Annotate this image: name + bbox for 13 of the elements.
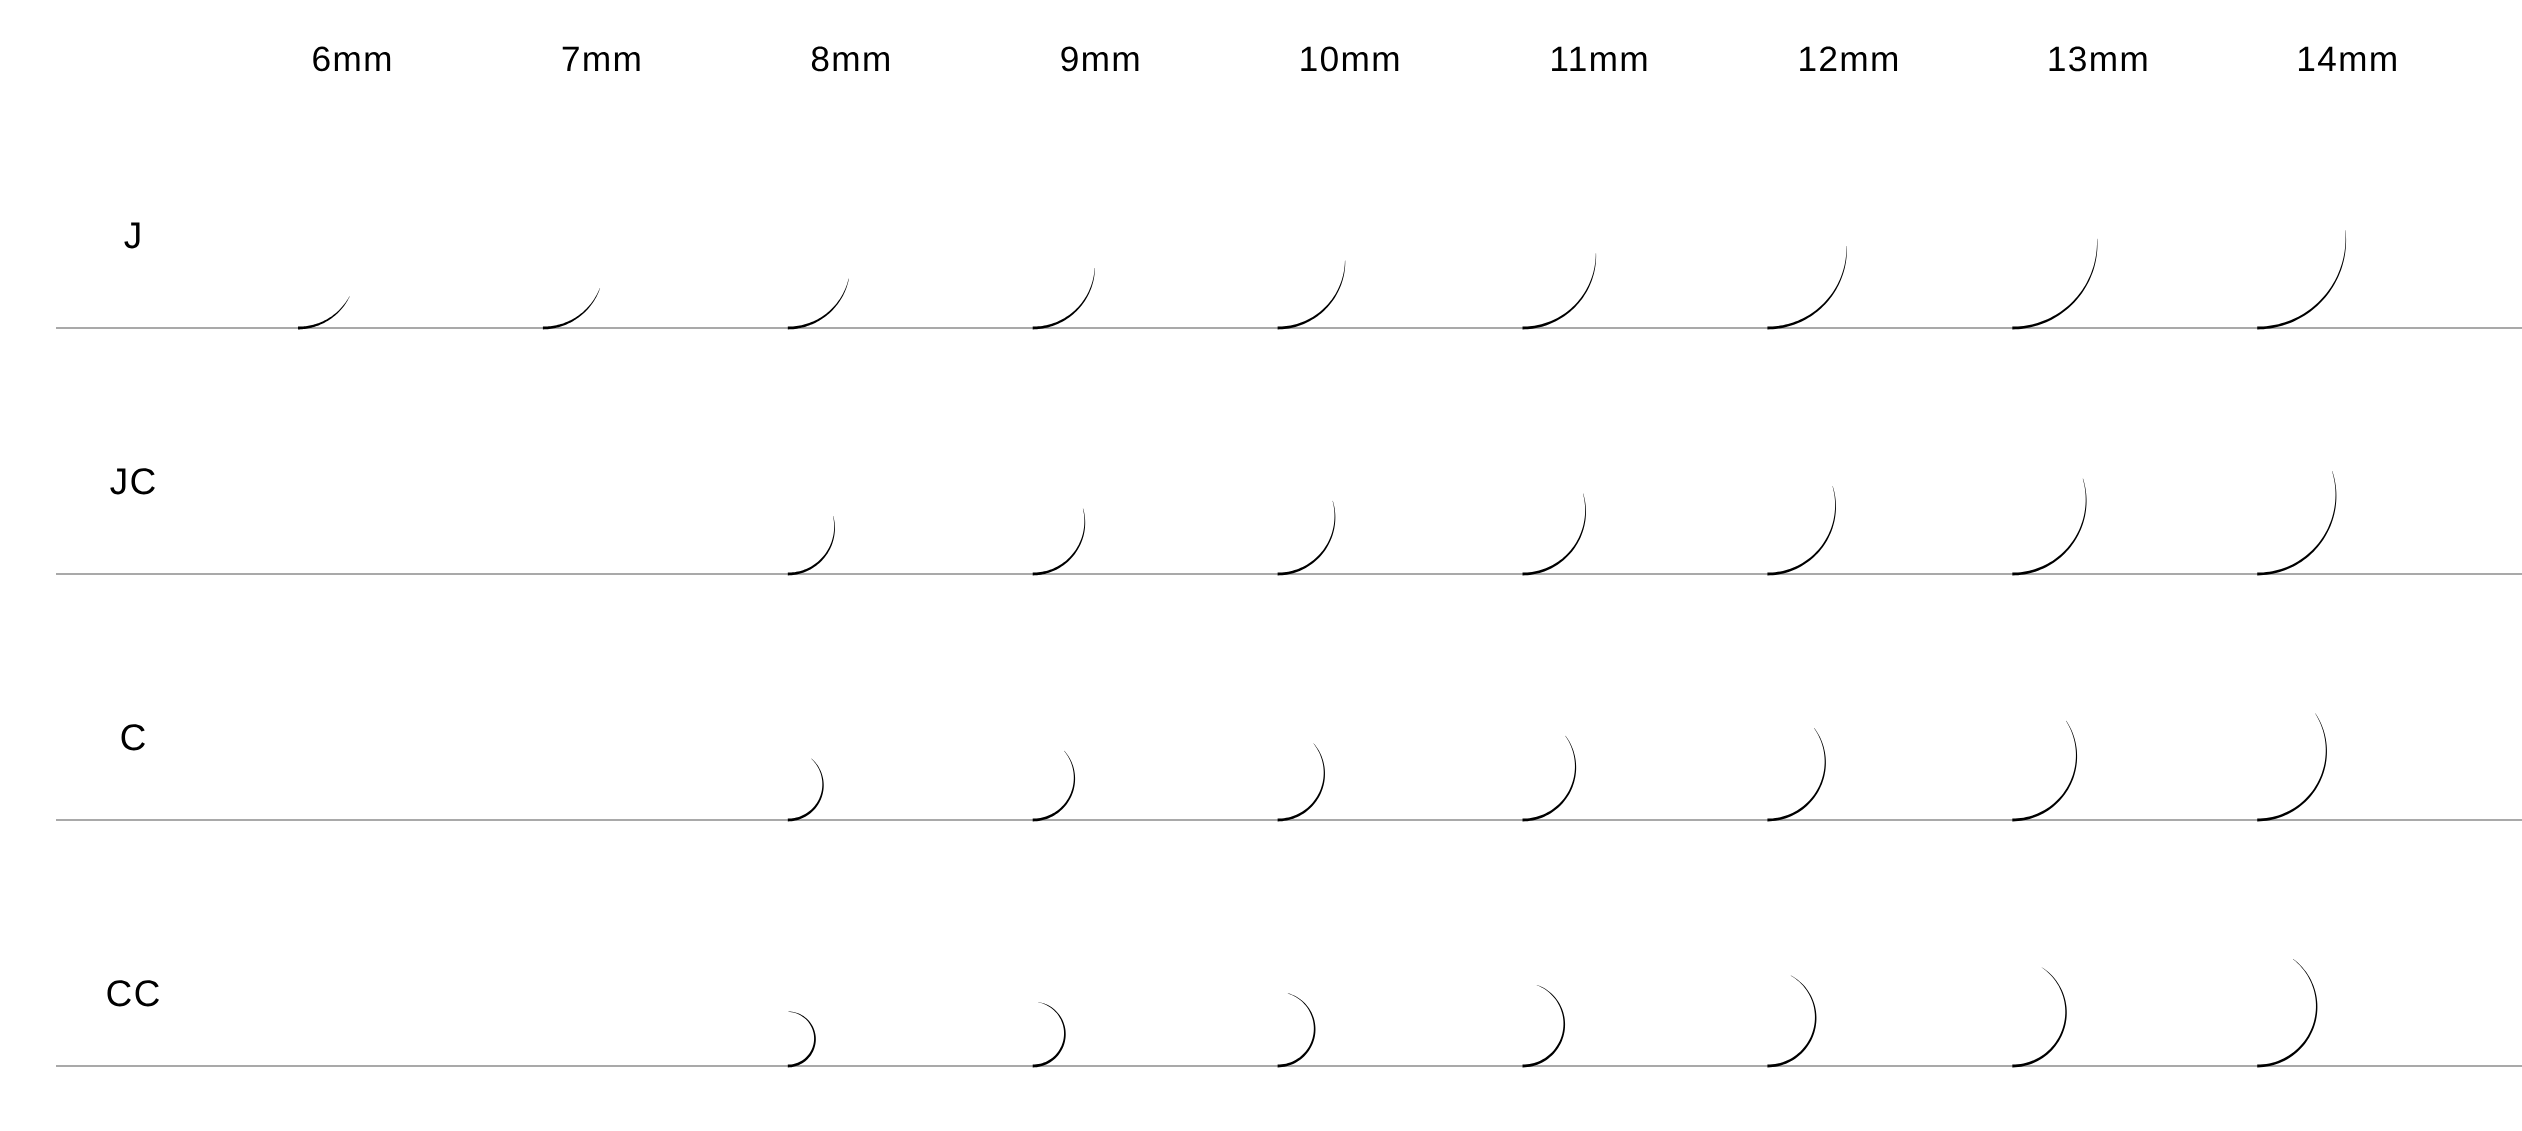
column-header: 9mm <box>1061 46 1139 72</box>
column-header: 12mm <box>1800 46 1897 71</box>
row-label: CC <box>107 980 159 1007</box>
column-header: 8mm <box>811 46 889 72</box>
row-label: JC <box>110 468 155 495</box>
column-header: 11mm <box>1552 46 1647 71</box>
column-header: 10mm <box>1301 46 1399 72</box>
row-label: J <box>124 222 140 249</box>
column-header: 7mm <box>562 46 640 71</box>
column-header: 13mm <box>2049 46 2147 72</box>
column-header: 6mm <box>313 46 391 72</box>
row-label: C <box>121 724 145 751</box>
column-header: 14mm <box>2298 46 2396 71</box>
